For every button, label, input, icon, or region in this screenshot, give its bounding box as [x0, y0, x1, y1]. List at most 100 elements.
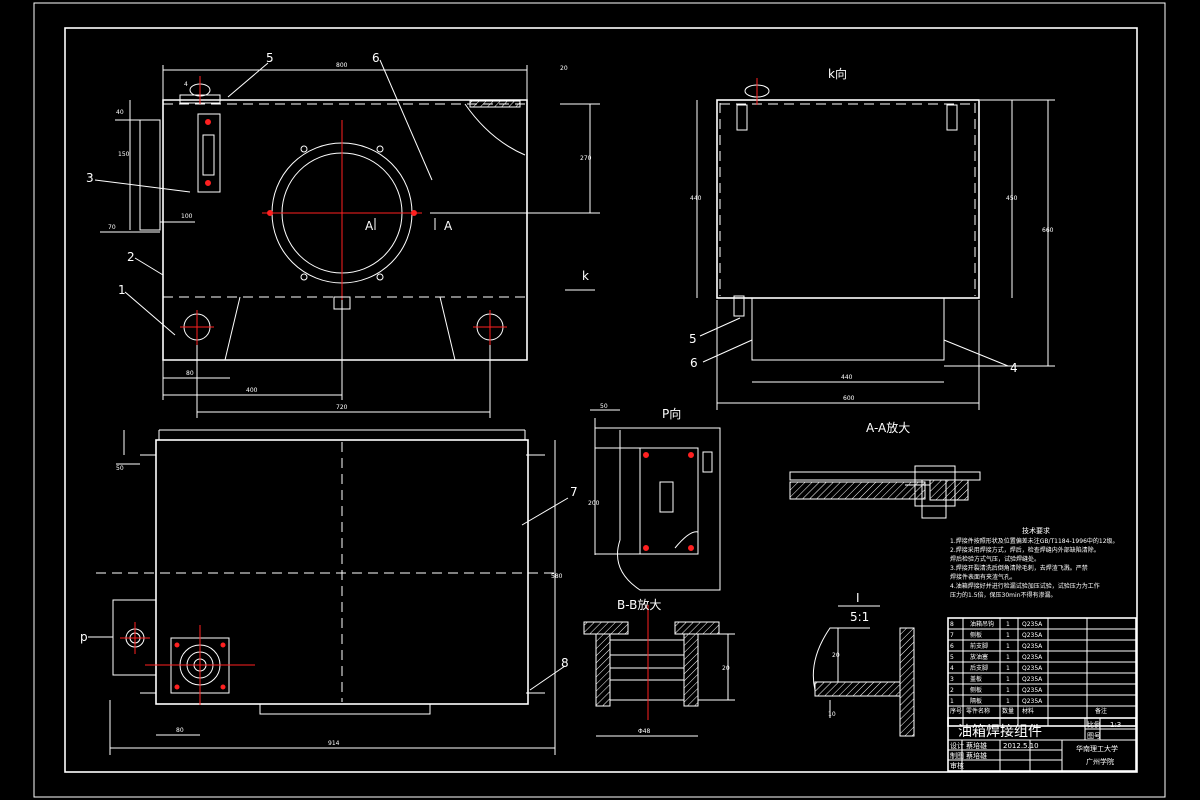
bom-cell-no: 4 — [950, 665, 954, 672]
bom-cell-qty: 1 — [1006, 654, 1010, 661]
bom-cell-name: 隔板 — [970, 697, 982, 705]
college-name: 广州学院 — [1086, 757, 1114, 766]
part-label-5: 5 — [266, 51, 274, 65]
dim-front-100: 100 — [181, 213, 193, 220]
front-view — [94, 59, 600, 418]
bom-cell-material: Q235A — [1022, 643, 1043, 650]
bom-cell-no: 1 — [950, 698, 954, 705]
bom-header-no: 序号 — [950, 707, 962, 715]
part-label-7: 7 — [570, 485, 578, 499]
dim-det-20: 20 — [832, 652, 840, 659]
dim-front-80: 80 — [186, 370, 194, 377]
dim-front-70: 70 — [108, 224, 116, 231]
bom-cell-name: 放油塞 — [970, 653, 988, 661]
sheet-label: 图号 — [1087, 732, 1101, 740]
k-arrow-label: k — [582, 269, 589, 283]
bom-cell-name: 侧板 — [970, 631, 982, 639]
drawing-name: 油箱焊接组件 — [958, 723, 1042, 740]
aa-detail — [789, 465, 981, 519]
scale-label: 比例 — [1087, 720, 1101, 729]
part-label-1: 1 — [118, 283, 126, 297]
part-label-4: 4 — [1010, 361, 1018, 375]
detail-i — [812, 605, 915, 737]
bom-cell-material: Q235A — [1022, 621, 1043, 628]
bom-cell-material: Q235A — [1022, 676, 1043, 683]
section-a-right: A — [444, 219, 453, 233]
dim-plan-50: 50 — [116, 465, 124, 472]
part-label-3: 3 — [86, 171, 94, 185]
bom-cell-material: Q235A — [1022, 632, 1043, 639]
notes-line: 压力的1.5倍，保压30min不得有渗漏。 — [950, 591, 1057, 599]
p-arrow-label: p — [80, 630, 88, 644]
bom-cell-qty: 1 — [1006, 665, 1010, 672]
dim-side-600: 600 — [843, 395, 855, 402]
notes-line: 2.焊接采用焊接方式，焊后，检查焊缝内外部缺陷清除。 — [950, 546, 1100, 554]
bom-cell-qty: 1 — [1006, 687, 1010, 694]
notes-line: 4.油箱焊接好并进行检漏试验加压试验，试验压力为工作 — [950, 582, 1100, 590]
bom-cell-no: 6 — [950, 643, 954, 650]
dim-front-20: 20 — [560, 65, 568, 72]
p-view — [590, 409, 721, 591]
notes-line: 焊后检验方式气压，试验焊缝处。 — [950, 555, 1040, 563]
check-label: 制图 — [950, 751, 964, 760]
bom-header-qty: 数量 — [1002, 707, 1014, 715]
notes-line: 1.焊接件按照形状及位置偏差未注GB/T1184-1996中的12级。 — [950, 537, 1119, 545]
bom-table — [947, 617, 1137, 727]
bom-cell-no: 2 — [950, 687, 954, 694]
dim-front-150: 150 — [118, 151, 130, 158]
sheet-border-inner — [64, 27, 1138, 773]
bom-cell-qty: 1 — [1006, 643, 1010, 650]
dim-front-270: 270 — [580, 155, 592, 162]
notes-line: 3.焊接开裂清洗后倒角清除毛刺，去焊渣飞溅。严禁 — [950, 564, 1088, 572]
dim-bb-d48: Φ48 — [638, 728, 651, 735]
dim-side-450: 450 — [1006, 195, 1018, 202]
dim-front-40: 40 — [116, 109, 124, 116]
dim-front-4: 4 — [184, 81, 188, 88]
bom-cell-name: 盖板 — [970, 675, 982, 683]
dim-front-width: 800 — [336, 62, 348, 69]
section-a-left: A — [365, 219, 374, 233]
bom-cell-qty: 1 — [1006, 698, 1010, 705]
part-label-2: 2 — [127, 250, 135, 264]
detail-i-title: I — [856, 591, 860, 605]
bom-cell-qty: 1 — [1006, 632, 1010, 639]
plan-view — [88, 429, 569, 755]
bb-detail — [583, 605, 735, 737]
school-name: 华南理工大学 — [1076, 744, 1118, 753]
notes-title: 技术要求 — [1022, 526, 1050, 535]
bom-cell-material: Q235A — [1022, 665, 1043, 672]
detail-i-scale: 5:1 — [850, 610, 869, 624]
p-view-title: P向 — [662, 406, 681, 421]
dim-front-720: 720 — [336, 404, 348, 411]
bom-cell-name: 油箱吊钩 — [970, 620, 994, 628]
bom-header-material: 材料 — [1022, 707, 1034, 715]
checker-name: 蔡培雄 — [966, 751, 987, 760]
bom-cell-material: Q235A — [1022, 687, 1043, 694]
bb-view-title: B-B放大 — [617, 597, 661, 612]
bom-cell-qty: 1 — [1006, 676, 1010, 683]
design-date: 2012.5.10 — [1003, 742, 1039, 750]
notes-line: 焊接件表面有夹渣气孔。 — [950, 573, 1016, 581]
sheet-border-outer — [33, 2, 1166, 798]
bom-cell-no: 5 — [950, 654, 954, 661]
dim-plan-914: 914 — [328, 740, 340, 747]
title-block — [947, 717, 1137, 772]
dim-plan-80: 80 — [176, 727, 184, 734]
bom-header-remark: 备注 — [1095, 707, 1107, 715]
aa-view-title: A-A放大 — [866, 420, 910, 435]
dim-p-50: 50 — [600, 403, 608, 410]
dim-plan-580: 580 — [551, 573, 563, 580]
approve-label: 审核 — [950, 761, 964, 770]
bom-cell-name: 后支脚 — [970, 664, 988, 672]
dim-bb-20: 20 — [722, 665, 730, 672]
k-view-title: k向 — [828, 66, 847, 81]
designer-name: 蔡培雄 — [966, 741, 987, 750]
bom-cell-name: 前支脚 — [970, 642, 988, 650]
bom-cell-no: 7 — [950, 632, 954, 639]
part-label-6: 6 — [372, 51, 380, 65]
scale-value: 1:3 — [1110, 721, 1121, 729]
bom-header-name: 零件名称 — [966, 707, 990, 715]
side-view — [696, 78, 1055, 410]
